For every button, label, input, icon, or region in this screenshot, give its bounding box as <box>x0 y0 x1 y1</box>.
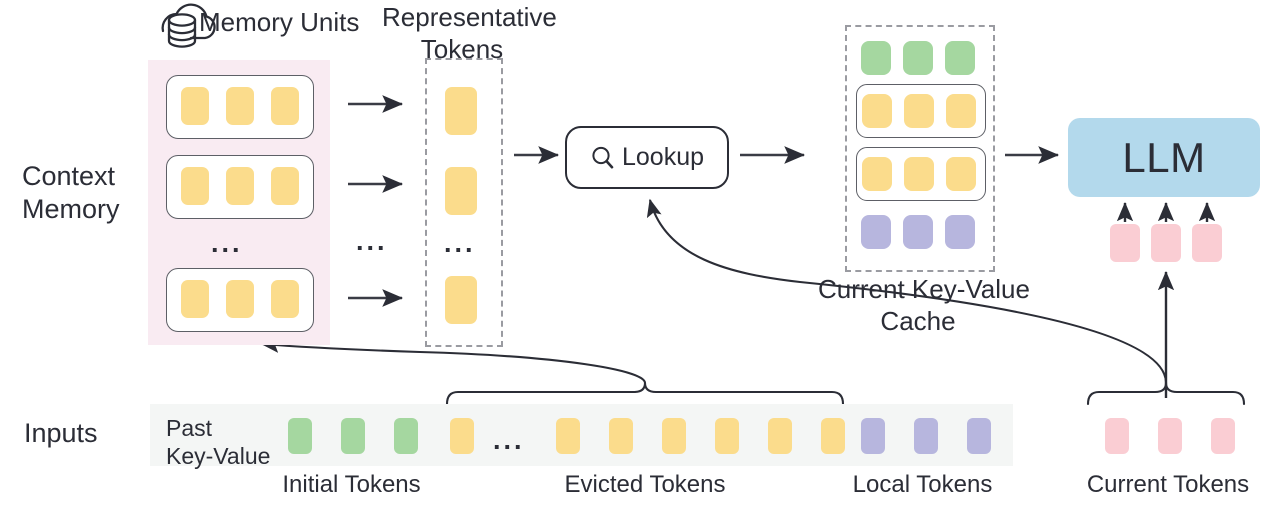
memory-token <box>226 167 254 205</box>
llm-box[interactable]: LLM <box>1068 118 1260 197</box>
current-token <box>1151 224 1181 262</box>
representative-tokens-label: Representative Tokens <box>382 2 557 64</box>
input-token <box>967 418 991 454</box>
caption-current-tokens: Current Tokens <box>1086 471 1250 498</box>
memory-unit[interactable] <box>166 75 314 139</box>
input-token <box>1158 418 1182 454</box>
input-token <box>861 418 885 454</box>
current-token <box>1110 224 1140 262</box>
current-tokens-to-llm-arrows <box>1116 202 1216 222</box>
memory-token <box>181 167 209 205</box>
representative-token <box>445 276 477 324</box>
input-token <box>556 418 580 454</box>
input-token <box>341 418 365 454</box>
arrow-column-ellipsis: ... <box>356 226 388 256</box>
kv-retrieved-row <box>856 84 986 138</box>
caption-initial-tokens: Initial Tokens <box>282 471 421 498</box>
llm-label: LLM <box>1122 133 1206 181</box>
memory-token <box>181 87 209 125</box>
inputs-label: Inputs <box>24 418 98 448</box>
current-tokens-brace <box>1086 382 1246 406</box>
caption-evicted-tokens: Evicted Tokens <box>564 471 726 498</box>
kv-token <box>903 41 933 75</box>
kv-token <box>945 215 975 249</box>
input-token <box>609 418 633 454</box>
memory-token <box>271 87 299 125</box>
kv-token <box>946 157 976 191</box>
memory-to-representative-arrows <box>348 95 404 307</box>
input-token <box>1105 418 1129 454</box>
current-kv-cache-label: Current Key-Value Cache <box>818 274 1030 336</box>
memory-token <box>226 87 254 125</box>
input-token <box>662 418 686 454</box>
kv-token <box>861 215 891 249</box>
input-token <box>821 418 845 454</box>
memory-unit[interactable] <box>166 268 314 332</box>
current-token <box>1192 224 1222 262</box>
kv-token <box>904 94 934 128</box>
kv-token <box>862 157 892 191</box>
kv-token <box>862 94 892 128</box>
kv-token <box>903 215 933 249</box>
kv-token <box>945 41 975 75</box>
search-icon <box>592 146 614 169</box>
input-token <box>394 418 418 454</box>
input-token <box>450 418 474 454</box>
context-memory-label: Context Memory <box>22 161 120 224</box>
lookup-label: Lookup <box>621 143 705 171</box>
input-token <box>914 418 938 454</box>
memory-units-ellipsis: ... <box>211 228 243 258</box>
input-token <box>768 418 792 454</box>
kv-retrieved-row <box>856 147 986 201</box>
representative-tokens-box: ... <box>425 58 503 347</box>
input-token <box>1211 418 1235 454</box>
kv-token <box>861 41 891 75</box>
input-token <box>288 418 312 454</box>
representative-token <box>445 167 477 215</box>
evicted-tokens-brace <box>445 382 845 406</box>
representative-token <box>445 87 477 135</box>
memory-token <box>271 167 299 205</box>
past-key-value-label: Past Key-Value <box>166 415 271 470</box>
kv-token <box>946 94 976 128</box>
representative-tokens-ellipsis: ... <box>444 228 476 258</box>
current-kv-cache-box <box>845 25 995 272</box>
context-memory-panel: ... <box>148 60 330 345</box>
kv-token <box>904 157 934 191</box>
memory-units-label: Memory Units <box>199 7 360 37</box>
memory-unit[interactable] <box>166 155 314 219</box>
caption-local-tokens: Local Tokens <box>852 471 993 498</box>
input-evicted-ellipsis: ... <box>493 425 525 455</box>
memory-token <box>271 280 299 318</box>
memory-token <box>181 280 209 318</box>
memory-token <box>226 280 254 318</box>
input-token <box>715 418 739 454</box>
evicted-to-memory-curve <box>260 337 647 384</box>
lookup-button[interactable]: Lookup <box>565 126 729 189</box>
